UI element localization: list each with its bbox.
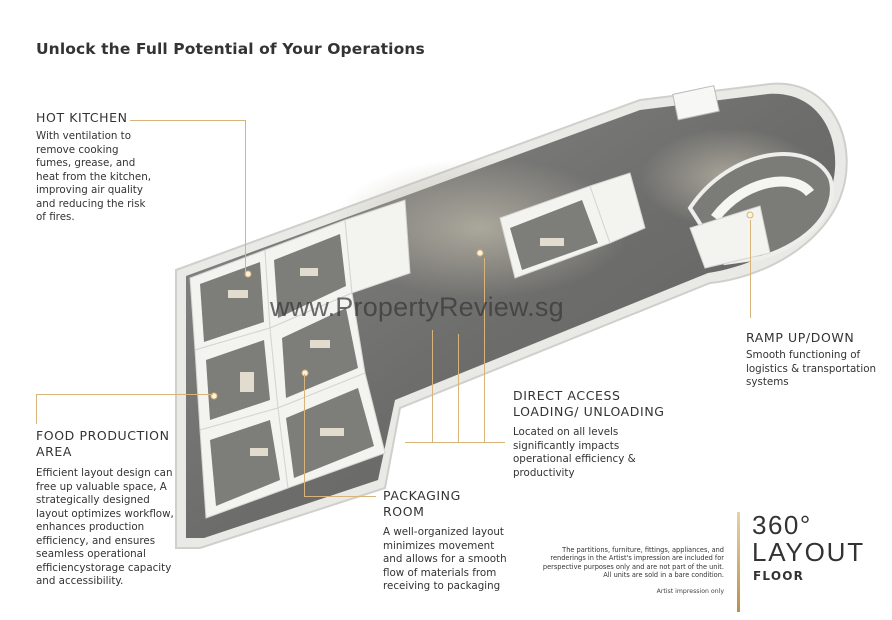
text-line: remove cooking <box>36 143 119 156</box>
watermark: www.PropertyReview.sg <box>270 292 564 322</box>
hot-kitchen-leader-v <box>245 120 246 275</box>
packaging-room-heading: PACKAGING ROOM <box>383 488 461 520</box>
direct-access-description: Located on all levels significantly impa… <box>513 426 663 480</box>
page-title: Unlock the Full Potential of Your Operat… <box>36 40 425 58</box>
text-line: Efficient layout design can <box>36 467 173 479</box>
heading-line: PACKAGING <box>383 488 461 503</box>
badge-360: 360° <box>752 510 812 540</box>
text-line: receiving to packaging <box>383 580 501 592</box>
direct-access-leader-v2 <box>458 334 459 442</box>
hot-kitchen-leader-h <box>130 120 245 121</box>
text-line: heat from the kitchen, <box>36 170 152 183</box>
food-production-leader-h <box>36 394 213 395</box>
text-line: improving air quality <box>36 184 143 196</box>
heading-line: LOADING/ UNLOADING <box>513 404 665 419</box>
text-line: and allows for a smooth <box>383 553 507 565</box>
text-line: and reducing the risk <box>36 197 146 210</box>
food-production-leader-v <box>36 394 37 424</box>
disclaimer-line: renderings in the Artist's impression ar… <box>550 554 724 563</box>
disclaimer-line: All units are sold in a bare condition. <box>603 570 724 579</box>
text-line: enhances production <box>36 521 145 533</box>
floor-plan-illustration <box>175 82 848 549</box>
text-line: logistics & transportation <box>746 362 877 375</box>
text-line: A well-organized layout <box>383 526 504 538</box>
direct-access-leader-v1 <box>432 330 433 442</box>
heading-line: AREA <box>36 444 73 459</box>
direct-access-leader-h <box>405 442 505 443</box>
text-line: of fires. <box>36 211 75 223</box>
text-line: operational efficiency & <box>513 453 636 465</box>
badge-layout: LAYOUT <box>752 537 865 567</box>
packaging-leader-h <box>304 496 376 497</box>
badge-floor: FLOOR <box>753 569 805 583</box>
text-line: fumes, grease, and <box>36 157 136 169</box>
food-production-heading: FOOD PRODUCTION AREA <box>36 428 170 460</box>
text-line: Smooth functioning of <box>746 349 861 361</box>
packaging-leader-v <box>304 374 305 496</box>
text-line: seamless operational <box>36 548 146 560</box>
text-line: strategically designed <box>36 494 150 506</box>
text-line: efficiency, and ensures <box>36 534 156 547</box>
heading-line: ROOM <box>383 504 425 519</box>
text-line: layout optimizes workflow, <box>36 507 174 520</box>
hot-kitchen-heading: HOT KITCHEN <box>36 110 128 125</box>
ramp-heading: RAMP UP/DOWN <box>746 330 855 345</box>
ramp-leader-v <box>750 220 751 318</box>
text-line: Located on all levels <box>513 426 619 438</box>
direct-access-leader-v3 <box>484 258 485 442</box>
text-line: systems <box>746 376 789 388</box>
badge-divider <box>737 512 740 612</box>
direct-access-heading: DIRECT ACCESS LOADING/ UNLOADING <box>513 388 665 420</box>
disclaimer-line: The partitions, furniture, fittings, app… <box>562 546 724 554</box>
text-line: efficiencystorage capacity <box>36 561 172 574</box>
disclaimer-line: perspective purposes only and are not pa… <box>542 562 724 571</box>
hot-kitchen-description: With ventilation to remove cooking fumes… <box>36 130 186 225</box>
text-line: free up valuable space, A <box>36 480 167 493</box>
artist-impression-note: Artist impression only <box>656 588 724 595</box>
text-line: With ventilation to <box>36 130 132 142</box>
heading-line: FOOD PRODUCTION <box>36 428 170 443</box>
packaging-room-description: A well-organized layout minimizes moveme… <box>383 526 523 594</box>
text-line: significantly impacts <box>513 439 620 452</box>
text-line: flow of materials from <box>383 566 497 579</box>
text-line: minimizes movement <box>383 539 495 552</box>
disclaimer-text: The partitions, furniture, fittings, app… <box>534 546 724 579</box>
text-line: and accessibility. <box>36 575 124 587</box>
food-production-description: Efficient layout design can free up valu… <box>36 467 196 589</box>
text-line: productivity <box>513 466 575 479</box>
heading-line: DIRECT ACCESS <box>513 388 621 403</box>
ramp-description: Smooth functioning of logistics & transp… <box>746 349 886 390</box>
